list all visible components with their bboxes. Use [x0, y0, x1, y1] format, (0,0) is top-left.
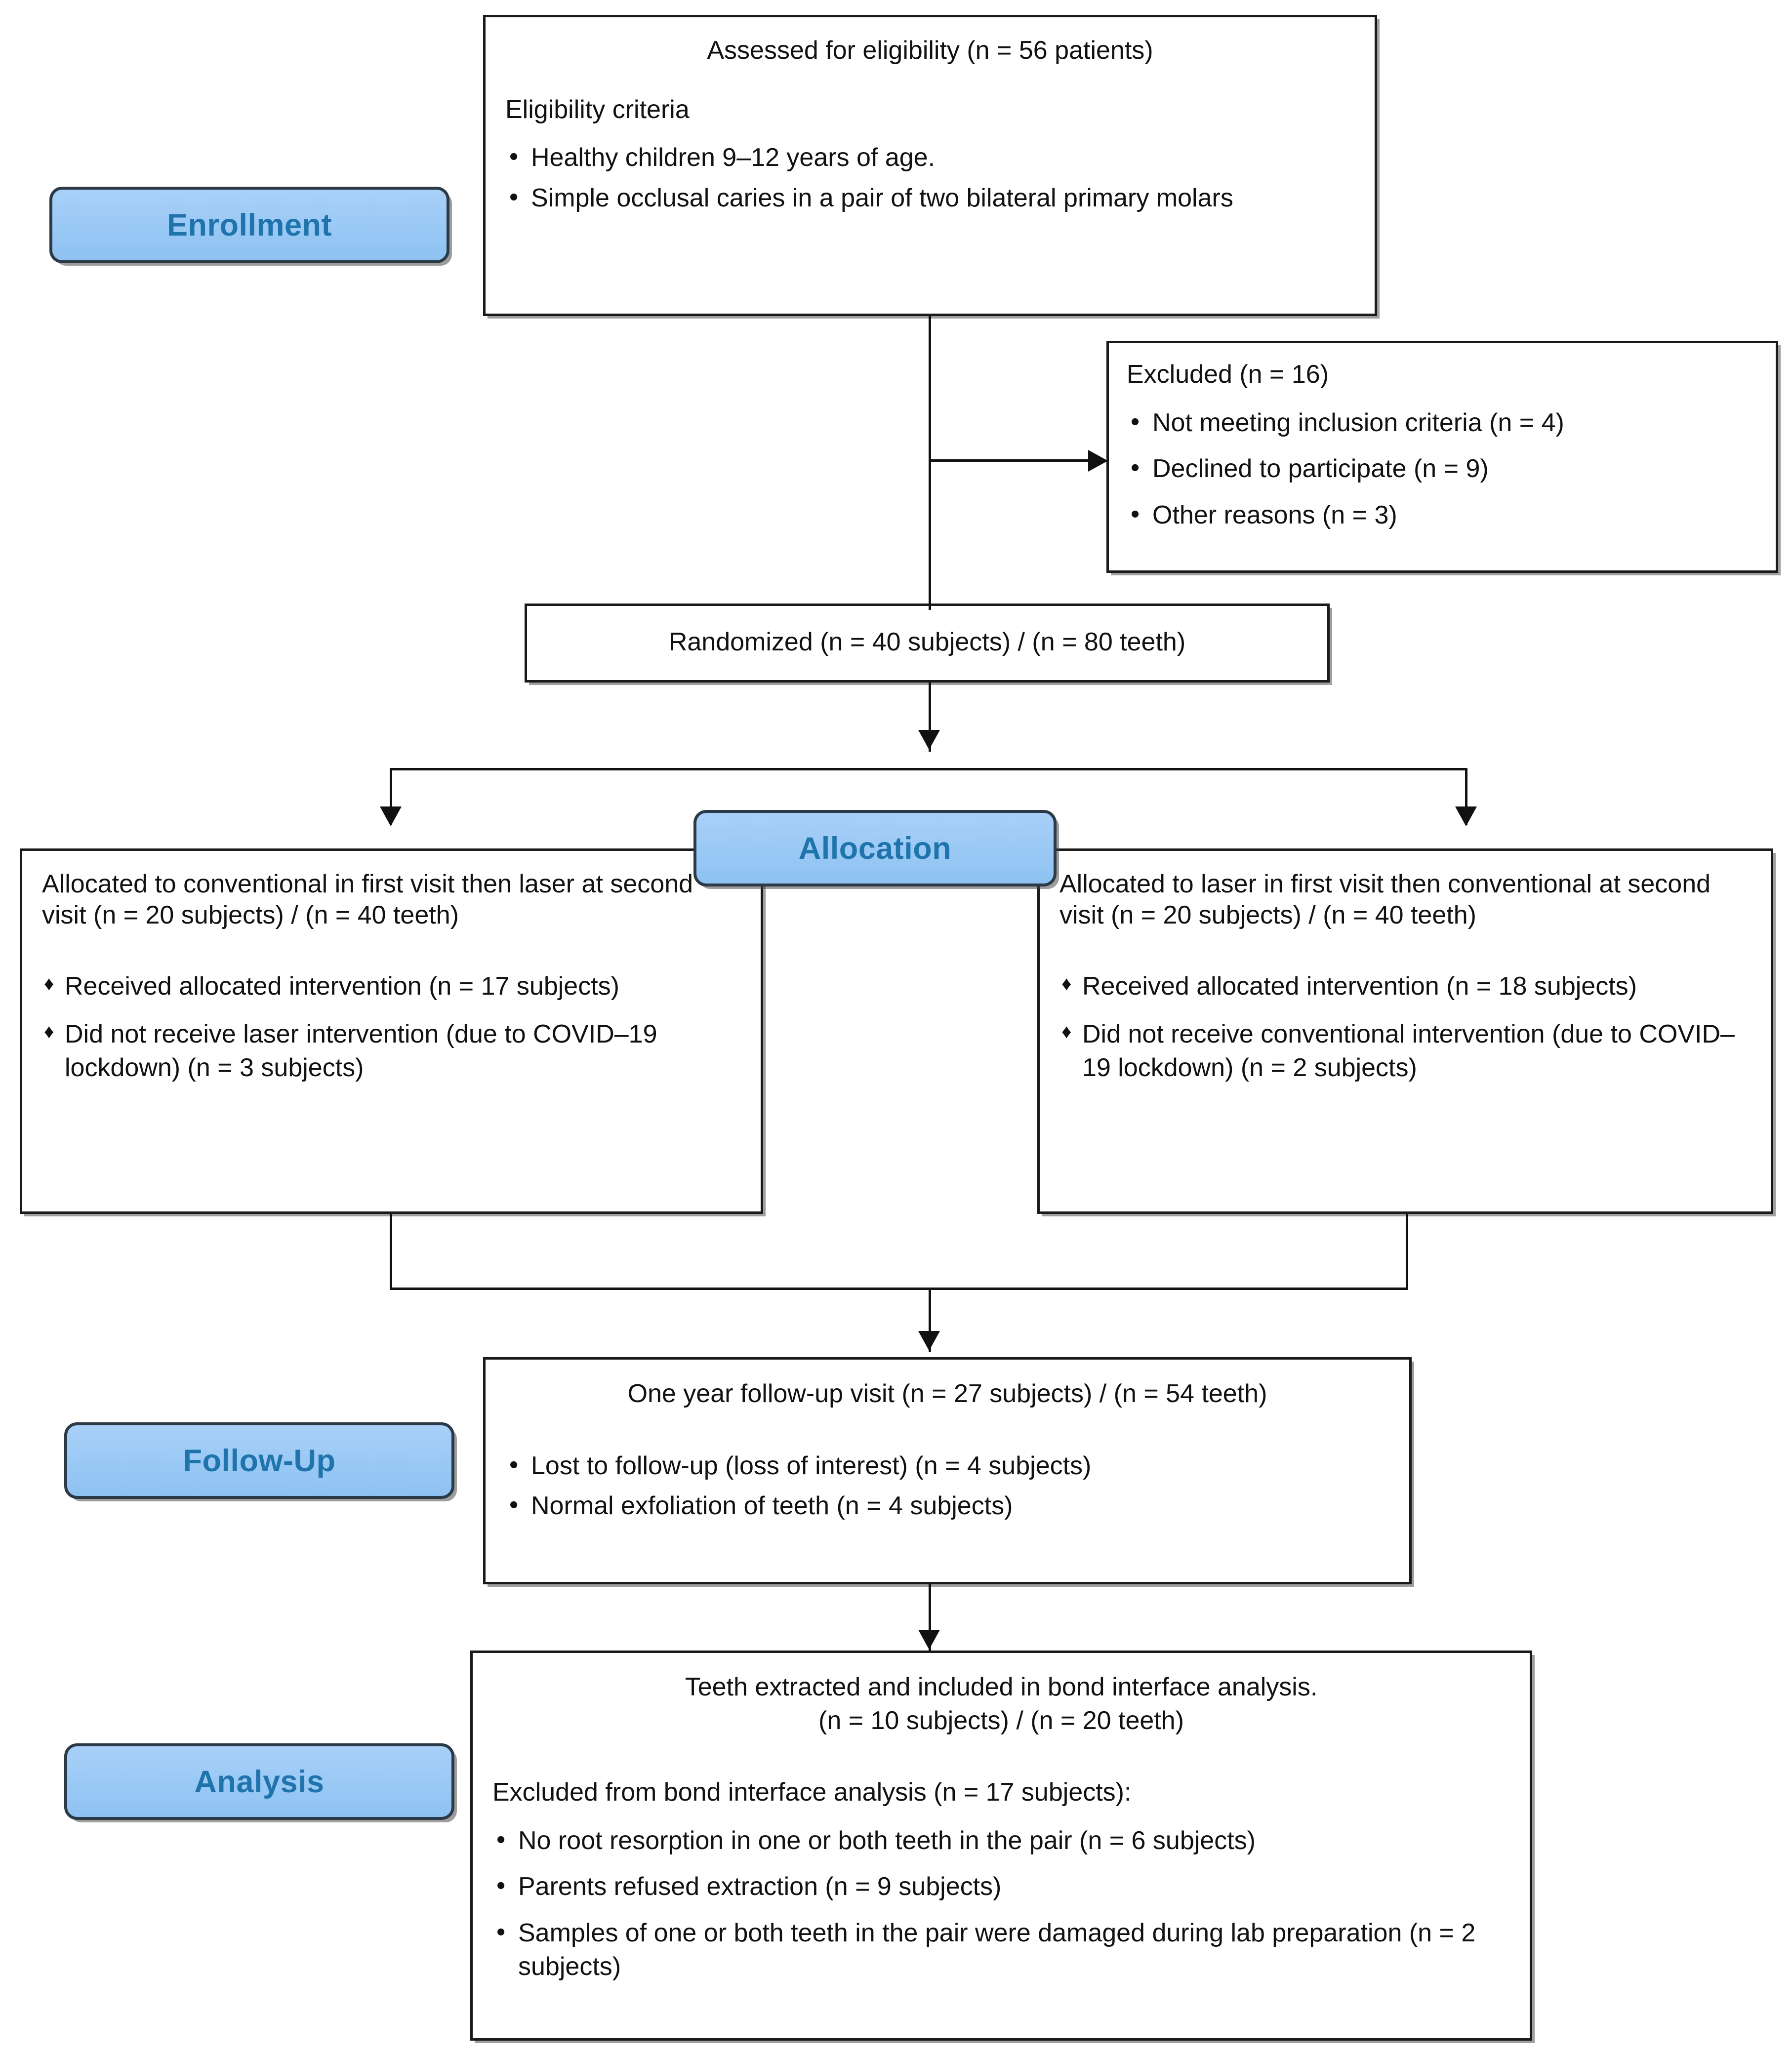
arrowhead-to-excluded [1088, 450, 1108, 472]
analysis-headline-line1: Teeth extracted and included in bond int… [685, 1673, 1318, 1701]
connector-to-excluded [929, 459, 1089, 462]
connector-randomized-down [929, 683, 931, 752]
connector-merge-bar [390, 1288, 1408, 1290]
allocation-left-headline: Allocated to conventional in first visit… [42, 870, 693, 930]
list-item: Received allocated intervention (n = 17 … [42, 970, 741, 1004]
allocation-left-box: Allocated to conventional in first visit… [20, 848, 763, 1214]
excluded-headline: Excluded (n = 16) [1127, 360, 1329, 389]
stage-label-allocation: Allocation [693, 810, 1057, 886]
followup-list: Lost to follow-up (loss of interest) (n … [505, 1449, 1389, 1523]
analysis-excluded-heading: Excluded from bond interface analysis (n… [492, 1778, 1132, 1807]
eligibility-headline: Assessed for eligibility (n = 56 patient… [707, 36, 1153, 65]
connector-eligibility-to-randomized [929, 316, 931, 610]
stage-label-enrollment: Enrollment [49, 187, 449, 263]
randomized-box: Randomized (n = 40 subjects) / (n = 80 t… [525, 604, 1330, 683]
list-item: Samples of one or both teeth in the pair… [492, 1916, 1510, 1983]
allocation-left-list: Received allocated intervention (n = 17 … [42, 970, 741, 1085]
list-item: Not meeting inclusion criteria (n = 4) [1127, 405, 1758, 440]
list-item: Simple occlusal caries in a pair of two … [505, 181, 1355, 215]
arrowhead-left-allocation [380, 806, 402, 826]
eligibility-box: Assessed for eligibility (n = 56 patient… [483, 15, 1377, 316]
followup-box: One year follow-up visit (n = 27 subject… [483, 1357, 1412, 1584]
followup-headline: One year follow-up visit (n = 27 subject… [627, 1379, 1267, 1408]
randomized-headline: Randomized (n = 40 subjects) / (n = 80 t… [668, 628, 1186, 656]
analysis-excluded-list: No root resorption in one or both teeth … [492, 1823, 1510, 1983]
excluded-box: Excluded (n = 16) Not meeting inclusion … [1106, 341, 1778, 573]
arrowhead-to-followup [918, 1331, 940, 1351]
arrowhead-randomized-split [918, 730, 940, 750]
allocation-right-headline: Allocated to laser in first visit then c… [1059, 870, 1711, 930]
allocation-right-box: Allocated to laser in first visit then c… [1037, 848, 1773, 1214]
list-item: Other reasons (n = 3) [1127, 498, 1758, 532]
stage-label-allocation-text: Allocation [798, 831, 952, 866]
connector-merge-to-followup [929, 1288, 931, 1352]
arrowhead-right-allocation [1455, 806, 1477, 826]
list-item: No root resorption in one or both teeth … [492, 1823, 1510, 1858]
analysis-headline-line2: (n = 10 subjects) / (n = 20 teeth) [818, 1706, 1184, 1735]
connector-right-allocation-down [1406, 1214, 1408, 1289]
stage-label-analysis-text: Analysis [194, 1764, 325, 1799]
list-item: Did not receive conventional interventio… [1059, 1018, 1751, 1085]
excluded-reasons-list: Not meeting inclusion criteria (n = 4) D… [1127, 405, 1758, 532]
connector-split-right-drop [1465, 768, 1467, 825]
list-item: Parents refused extraction (n = 9 subjec… [492, 1869, 1510, 1904]
list-item: Healthy children 9–12 years of age. [505, 140, 1355, 175]
stage-label-followup-text: Follow-Up [183, 1443, 336, 1478]
list-item: Did not receive laser intervention (due … [42, 1018, 741, 1085]
arrowhead-to-analysis [918, 1630, 940, 1650]
eligibility-criteria-list: Healthy children 9–12 years of age. Simp… [505, 140, 1355, 215]
list-item: Received allocated intervention (n = 18 … [1059, 970, 1751, 1004]
list-item: Lost to follow-up (loss of interest) (n … [505, 1449, 1389, 1483]
stage-label-analysis: Analysis [64, 1743, 454, 1820]
analysis-box: Teeth extracted and included in bond int… [470, 1650, 1532, 2041]
connector-followup-to-analysis [929, 1584, 931, 1651]
list-item: Normal exfoliation of teeth (n = 4 subje… [505, 1489, 1389, 1523]
connector-split-left-drop [390, 768, 392, 825]
connector-left-allocation-down [390, 1214, 392, 1289]
stage-label-enrollment-text: Enrollment [166, 207, 332, 242]
list-item: Declined to participate (n = 9) [1127, 451, 1758, 486]
allocation-right-list: Received allocated intervention (n = 18 … [1059, 970, 1751, 1085]
connector-split-bar [390, 768, 1467, 770]
eligibility-criteria-heading: Eligibility criteria [505, 95, 690, 124]
stage-label-followup: Follow-Up [64, 1422, 454, 1499]
